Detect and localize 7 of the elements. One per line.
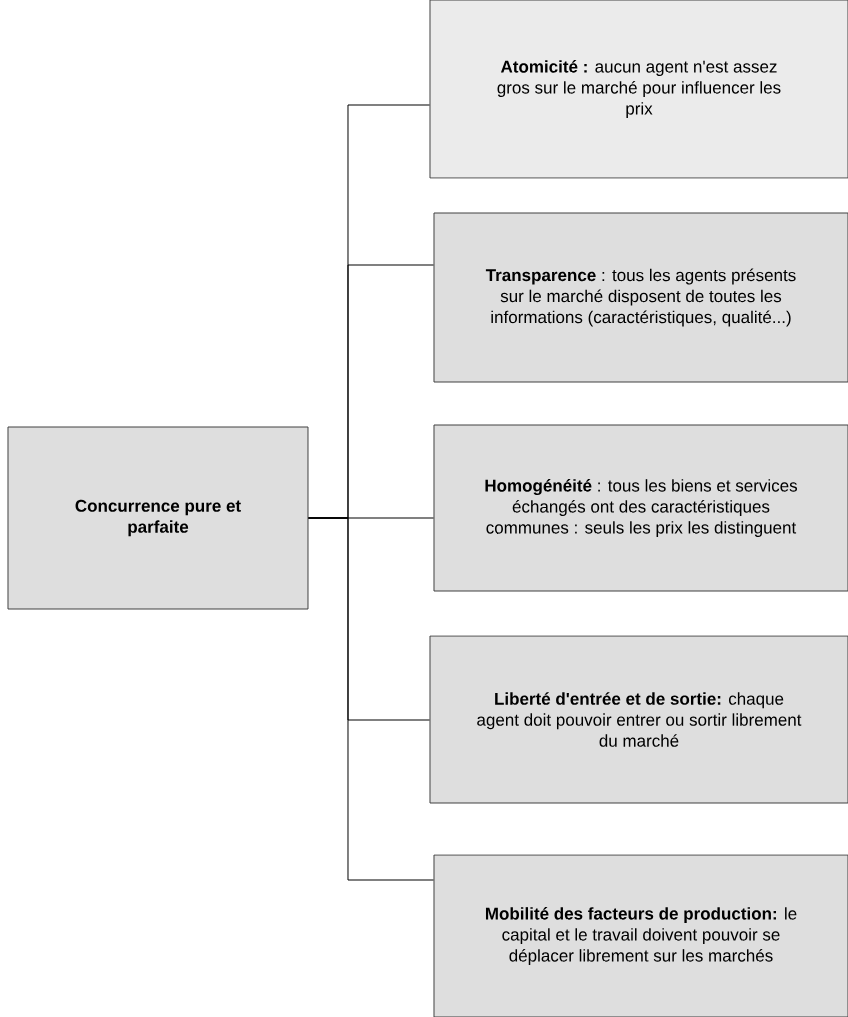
criterion-box: Liberté d'entrée et de sortie: chaque agent doit pouvoir entrer ou sortir librement du marché (429, 635, 848, 804)
criterion-box: Atomicité : aucun agent n'est assez gros sur le marché pour influencer les prix (429, 0, 848, 179)
criterion-box: Homogénéité : tous les biens et services échangés ont des caractéristiques communes : seuls les prix les distinguent (433, 424, 848, 592)
criterion-box: Mobilité des facteurs de production: le capital et le travail doivent pouvoir se déplacer librement sur les marchés (433, 854, 848, 1017)
topic-box: Concurrence pure et parfaite (7, 426, 309, 610)
connector-line (308, 517, 434, 881)
criterion-box: Transparence : tous les agents présents sur le marché disposent de toutes les informations (caractéristiques, qualité...) (433, 212, 848, 383)
